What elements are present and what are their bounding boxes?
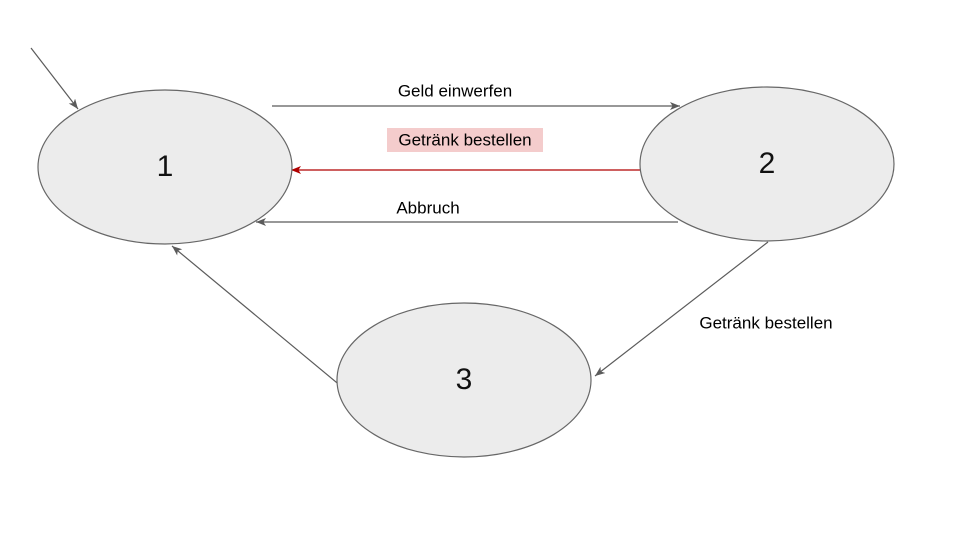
state-2-label: 2: [759, 147, 776, 180]
transition-label-geld-einwerfen: Geld einwerfen: [398, 81, 512, 100]
state-node-2[interactable]: 2: [639, 86, 895, 242]
state-1-ellipse[interactable]: [37, 89, 293, 245]
transition-label-getraenk-bestellen-2: Getränk bestellen: [699, 313, 832, 332]
transition-label-getraenk-bestellen: Getränk bestellen: [398, 130, 531, 149]
state-3-ellipse[interactable]: [336, 302, 592, 458]
initial-transition-arrow: [30, 47, 79, 110]
transition-label-highlight: [387, 128, 543, 152]
transition-label-abbruch: Abbruch: [396, 198, 459, 217]
state-1-label: 1: [157, 150, 174, 183]
state-3-label: 3: [456, 363, 473, 396]
state-node-3[interactable]: 3: [336, 302, 592, 458]
state-node-1[interactable]: 1: [37, 89, 293, 245]
transition-getraenk-bestellen-2-arrow: [594, 241, 769, 377]
state-2-ellipse[interactable]: [639, 86, 895, 242]
transition-rueckkehr-arrow: [171, 245, 343, 388]
